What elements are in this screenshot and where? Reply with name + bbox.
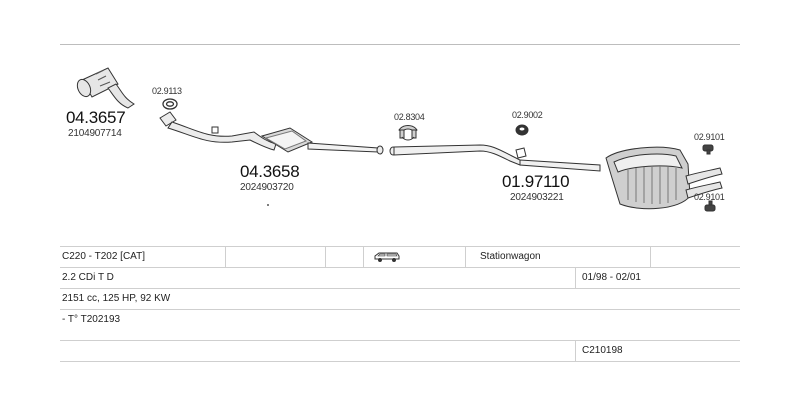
part-number-clamp-1: 02.8304 (394, 112, 425, 122)
type-code: - T° T202193 (62, 314, 121, 325)
oem-number-cat: 2104907714 (68, 128, 122, 139)
engine: 2.2 CDi T D (62, 272, 114, 283)
part-number-hanger-2: 02.9101 (694, 192, 725, 202)
oem-number-rear-silencer: 2024903221 (510, 192, 564, 203)
bracket-icon (211, 126, 219, 134)
part-number-clamp-2: 02.9002 (512, 110, 543, 120)
station-wagon-car-icon (373, 251, 401, 263)
engine-specs: 2151 cc, 125 HP, 92 KW (62, 293, 171, 304)
rear-silencer-icon (605, 146, 723, 210)
table-row: C220 - T202 [CAT] Stationwagon (60, 246, 740, 267)
gasket-icon (162, 98, 178, 110)
vehicle-info-table: C220 - T202 [CAT] Stationwagon 2.2 CDi T… (60, 246, 740, 362)
hanger-icon (704, 200, 716, 212)
table-row: 2.2 CDi T D 01/98 - 02/01 (60, 267, 740, 288)
date-range: 01/98 - 02/01 (582, 272, 641, 283)
body-type: Stationwagon (480, 251, 541, 262)
exhaust-diagram (76, 67, 723, 212)
marker-dot (267, 204, 269, 206)
hanger-icon (515, 147, 527, 159)
part-number-rear-silencer: 01.97110 (502, 172, 570, 191)
catalog-code: C210198 (582, 345, 623, 356)
oem-number-front-pipe: 2024903720 (240, 182, 294, 193)
front-pipe-icon (159, 111, 384, 155)
part-number-cat: 04.3657 (66, 108, 126, 127)
clamp-icon (398, 125, 418, 141)
part-number-hanger-1: 02.9101 (694, 132, 725, 142)
part-number-front-pipe: 04.3658 (240, 162, 300, 181)
catalytic-converter-icon (76, 67, 135, 109)
top-divider (60, 44, 740, 45)
vehicle-model: C220 - T202 [CAT] (62, 251, 145, 262)
part-number-gasket: 02.9113 (152, 86, 182, 96)
table-row: 2151 cc, 125 HP, 92 KW (60, 288, 740, 309)
middle-pipe-icon (389, 144, 601, 172)
table-row: C210198 (60, 340, 740, 362)
hanger-icon (702, 144, 714, 155)
clamp-icon (515, 124, 529, 136)
table-row: - T° T202193 (60, 309, 740, 340)
